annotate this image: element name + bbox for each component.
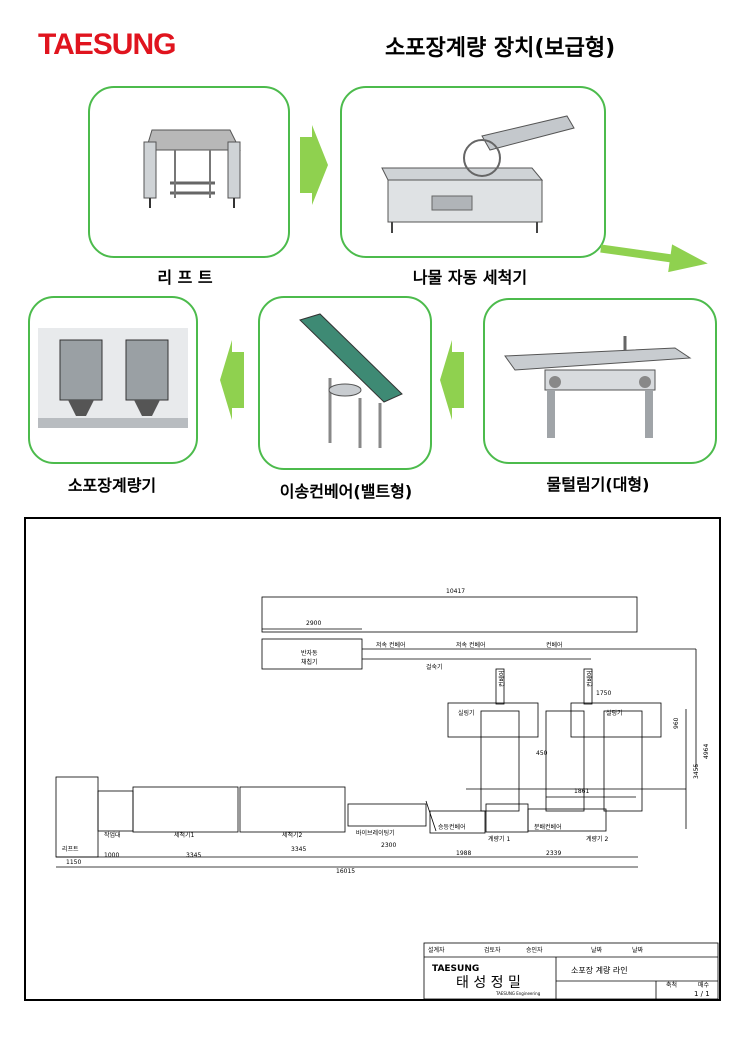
label-scale-1: 계량기 1 bbox=[488, 835, 510, 843]
dim-2900: 2900 bbox=[306, 620, 321, 627]
dim-3455: 3455 bbox=[693, 764, 700, 779]
tb-col-1: 설계자 bbox=[428, 946, 445, 954]
step-label-weighing: 소포장계량기 bbox=[67, 476, 157, 495]
layout-drawing-svg: 10417 2900 반자동 채칩기 저속 컨베어 저속 컨베어 컨베어 걸숙기… bbox=[55, 588, 719, 1000]
label-washer-1: 세척기1 bbox=[174, 831, 195, 839]
tb-sheet-value: 1 / 1 bbox=[694, 990, 710, 998]
dim-1150: 1150 bbox=[66, 859, 81, 866]
tb-company-kr: 태 성 정 밀 bbox=[456, 975, 521, 991]
dewatering-machine-icon bbox=[504, 336, 692, 438]
arrow-down-icon bbox=[600, 244, 708, 273]
label-sealer-2: 실링기 bbox=[606, 709, 623, 717]
arrow-left-icon-2 bbox=[220, 340, 244, 420]
dim-450: 450 bbox=[536, 750, 548, 757]
dim-960: 960 bbox=[673, 717, 680, 729]
lift-machine-icon bbox=[143, 129, 241, 208]
label-conveyor-c: 컨베어 bbox=[546, 641, 563, 649]
dim-2300: 2300 bbox=[381, 842, 396, 849]
step-label-conveyor: 이송컨베어(밸트형) bbox=[279, 482, 413, 501]
label-semi-auto-1: 반자동 bbox=[301, 649, 318, 657]
dim-3345-a: 3345 bbox=[186, 852, 201, 859]
label-vert-conveyor-2: 컨베어 bbox=[586, 670, 594, 687]
label-return-conveyor: 걸숙기 bbox=[426, 663, 443, 671]
label-washer-2: 세척기2 bbox=[282, 831, 303, 839]
label-workbench: 작업대 bbox=[104, 831, 121, 839]
tb-scale-label: 축척 bbox=[666, 981, 677, 989]
label-lift: 리프트 bbox=[62, 845, 79, 853]
dim-1750: 1750 bbox=[596, 690, 611, 697]
washer-machine-icon bbox=[381, 115, 575, 233]
tb-col-2: 검토자 bbox=[484, 946, 501, 954]
dim-4964: 4964 bbox=[703, 744, 710, 759]
tb-company-sub: TAESUNG Engineering bbox=[495, 991, 541, 996]
belt-conveyor-icon bbox=[299, 313, 403, 448]
label-rise-conveyor: 승등컨베어 bbox=[438, 823, 466, 831]
weighing-machine-icon bbox=[38, 328, 188, 428]
dim-total-bottom: 16015 bbox=[336, 868, 355, 875]
label-vert-conveyor-1: 컨베어 bbox=[498, 670, 506, 687]
dim-1861: 1861 bbox=[574, 788, 589, 795]
arrow-right-icon bbox=[300, 125, 328, 205]
dim-1988: 1988 bbox=[456, 850, 471, 857]
layout-drawing: 10417 2900 반자동 채칩기 저속 컨베어 저속 컨베어 컨베어 걸숙기… bbox=[24, 517, 721, 1001]
label-semi-auto-2: 채칩기 bbox=[301, 658, 318, 666]
step-card-weighing bbox=[28, 296, 198, 464]
tb-col-3: 승인자 bbox=[526, 946, 543, 954]
step-card-conveyor bbox=[258, 296, 432, 470]
step-label-washer: 나물 자동 세척기 bbox=[412, 268, 528, 287]
step-label-dewatering: 물털림기(대형) bbox=[546, 475, 650, 494]
step-card-lift bbox=[88, 86, 290, 258]
dim-3345-b: 3345 bbox=[291, 846, 306, 853]
label-split-conveyor: 분배컨베어 bbox=[534, 823, 562, 831]
label-conveyor-a: 저속 컨베어 bbox=[376, 641, 406, 649]
tb-company-en: TAESUNG bbox=[432, 964, 479, 974]
page-title: 소포장계량 장치(보급형) bbox=[385, 36, 616, 61]
tb-col-4: 날짜 bbox=[591, 946, 603, 954]
tb-col-5: 날짜 bbox=[632, 946, 644, 954]
label-sealer-1: 실링기 bbox=[458, 709, 475, 717]
step-card-dewatering bbox=[483, 298, 717, 464]
label-scale-2: 계량기 2 bbox=[586, 835, 608, 843]
tb-drawing-title: 소포장 계량 라인 bbox=[571, 965, 628, 975]
dim-1000: 1000 bbox=[104, 852, 119, 859]
label-conveyor-b: 저속 컨베어 bbox=[456, 641, 486, 649]
brand-logo: TAESUNG bbox=[38, 28, 176, 61]
step-label-lift: 리 프 트 bbox=[157, 268, 213, 287]
dim-2339: 2339 bbox=[546, 850, 561, 857]
label-vibrator: 바이브레이팅기 bbox=[356, 829, 395, 837]
dim-total-top: 10417 bbox=[446, 588, 465, 595]
step-card-washer bbox=[340, 86, 606, 258]
arrow-left-icon-1 bbox=[440, 340, 464, 420]
tb-sheet-label: 매수 bbox=[698, 981, 710, 989]
